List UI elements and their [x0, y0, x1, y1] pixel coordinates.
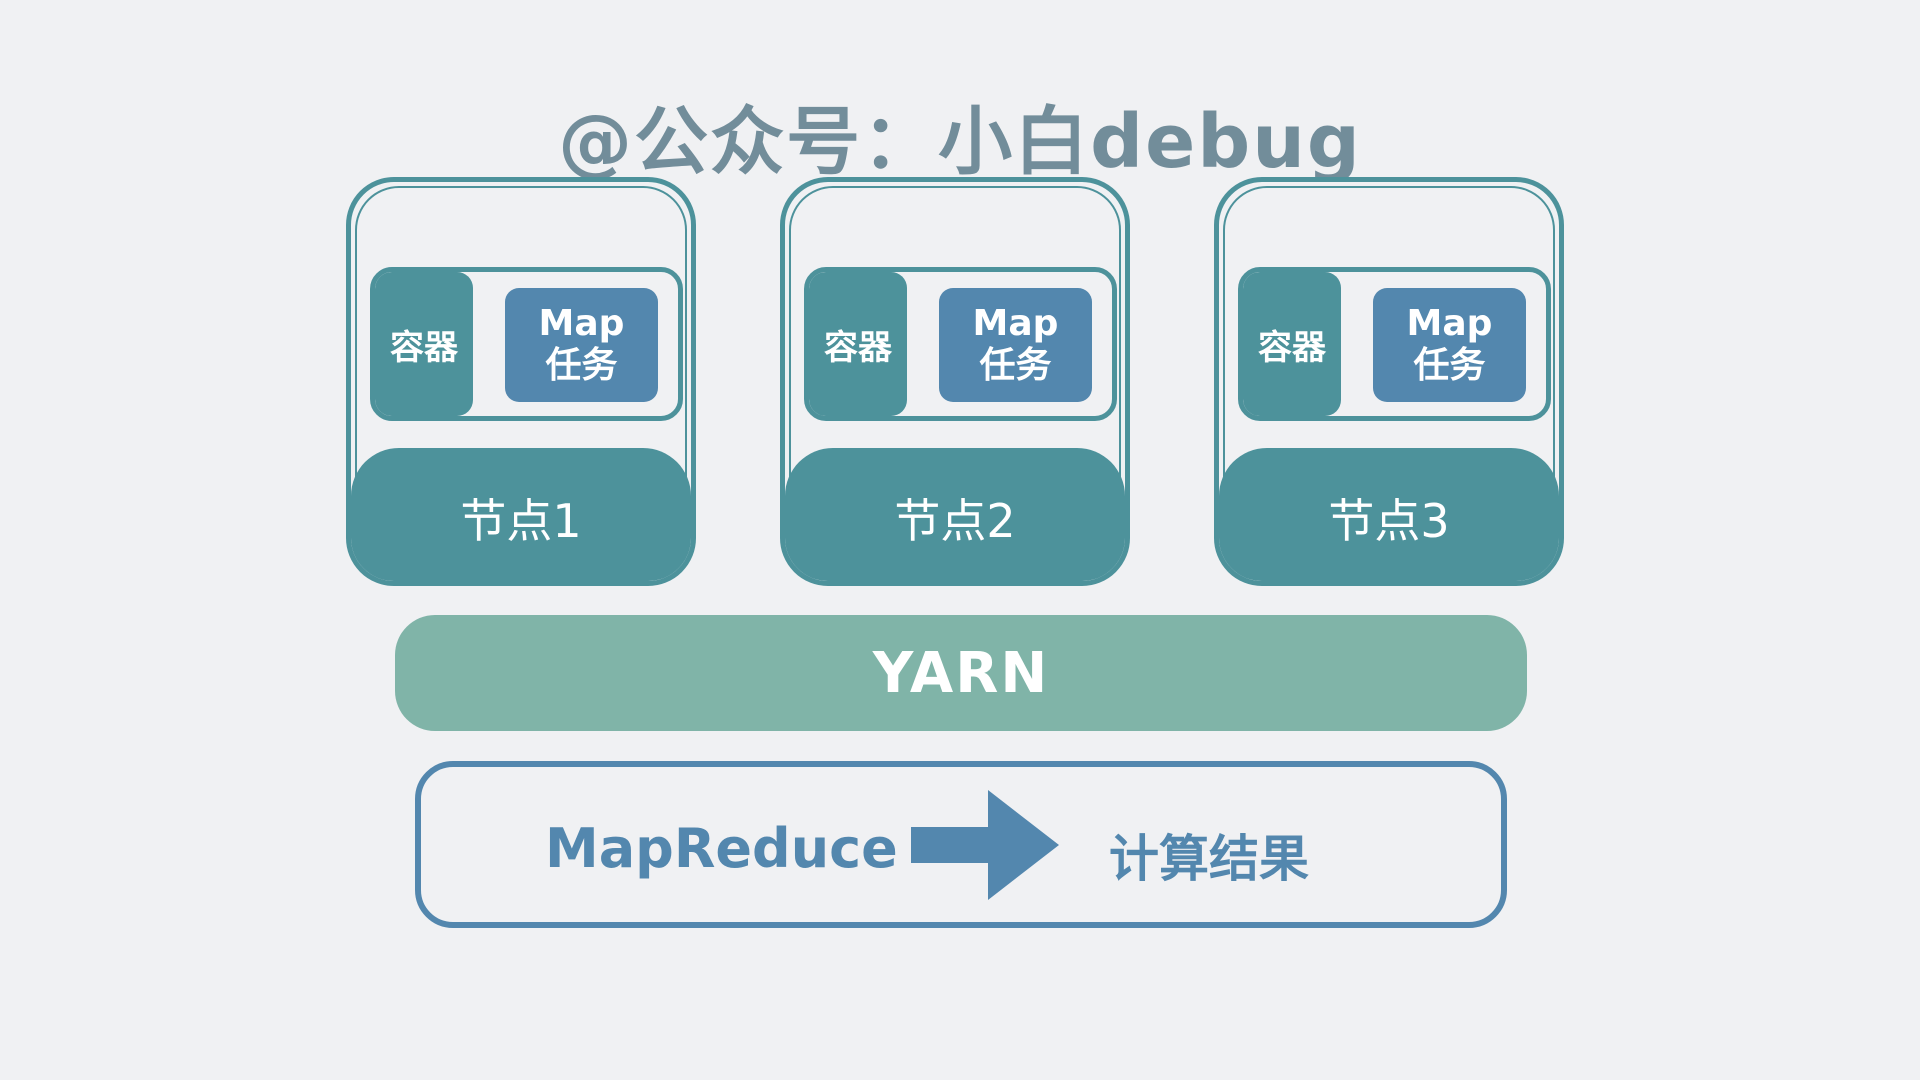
map-task-line1: Map: [1406, 303, 1493, 344]
map-task-line2: 任务: [545, 345, 618, 386]
mapreduce-flow-box: MapReduce 计算结果: [415, 761, 1507, 928]
container-label: 容器: [809, 272, 907, 416]
container-label: 容器: [375, 272, 473, 416]
container-box: 容器 Map 任务: [370, 267, 683, 421]
map-task-line2: 任务: [979, 345, 1052, 386]
node-2: 容器 Map 任务 节点2: [780, 177, 1130, 586]
yarn-bar: YARN: [395, 615, 1527, 731]
node-label: 节点2: [785, 448, 1125, 581]
mapreduce-label: MapReduce: [545, 817, 898, 880]
container-box: 容器 Map 任务: [804, 267, 1117, 421]
node-label: 节点3: [1219, 448, 1559, 581]
map-task: Map 任务: [1373, 288, 1526, 402]
node-1: 容器 Map 任务 节点1: [346, 177, 696, 586]
result-label: 计算结果: [1109, 830, 1309, 888]
container-box: 容器 Map 任务: [1238, 267, 1551, 421]
node-label: 节点1: [351, 448, 691, 581]
map-task: Map 任务: [939, 288, 1092, 402]
watermark-title: @公众号：小白debug: [558, 99, 1362, 185]
arrow-right-icon: [911, 790, 1059, 900]
container-label: 容器: [1243, 272, 1341, 416]
map-task-line1: Map: [538, 303, 625, 344]
map-task-line2: 任务: [1413, 345, 1486, 386]
map-task-line1: Map: [972, 303, 1059, 344]
node-3: 容器 Map 任务 节点3: [1214, 177, 1564, 586]
map-task: Map 任务: [505, 288, 658, 402]
